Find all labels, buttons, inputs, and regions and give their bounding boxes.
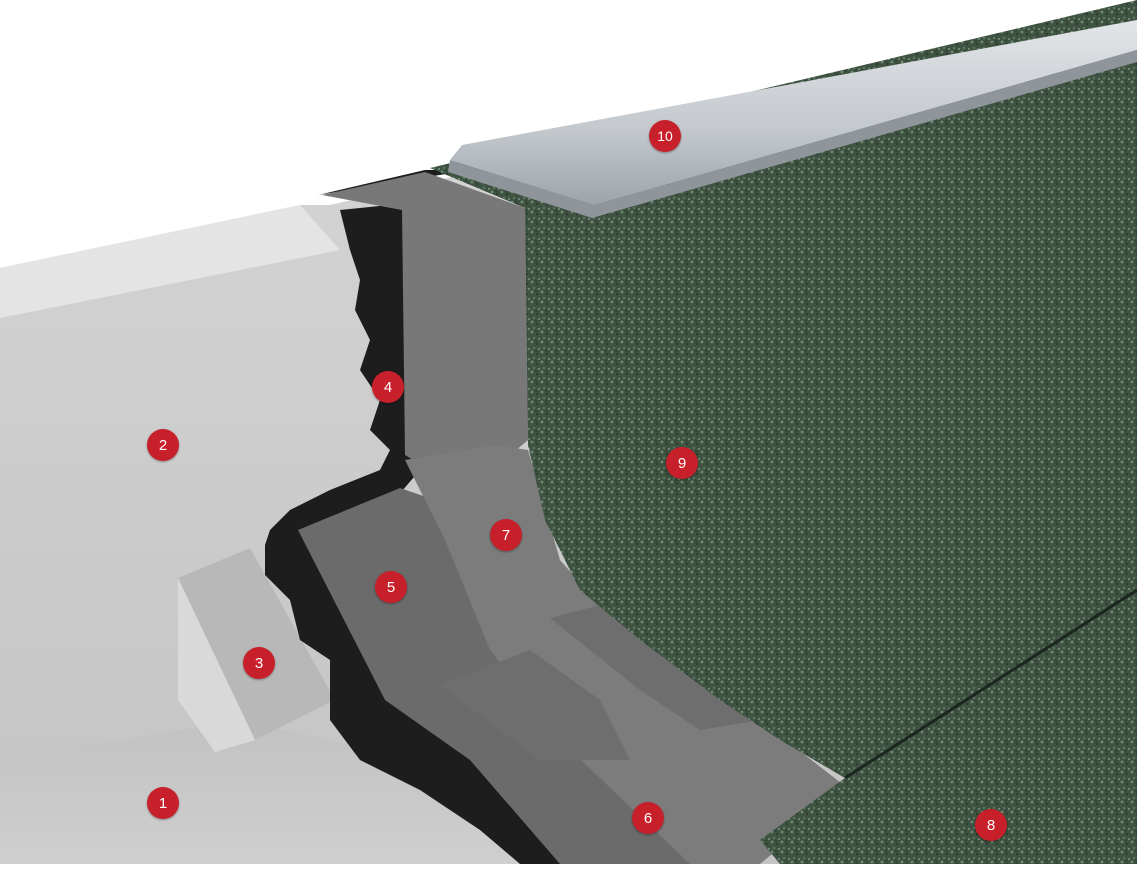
- membrane-edge-line: [844, 588, 1137, 780]
- concrete-slab: [0, 720, 560, 864]
- bitumen-primer: [265, 170, 620, 864]
- insulation-wedge: [178, 548, 335, 740]
- callout-5: 5: [375, 571, 407, 603]
- callout-2: 2: [147, 429, 179, 461]
- concrete-wall-top: [0, 205, 340, 318]
- callout-3: 3: [243, 647, 275, 679]
- callout-10: 10: [649, 120, 681, 152]
- callout-9: 9: [666, 447, 698, 479]
- callout-1: 1: [147, 787, 179, 819]
- callout-8: 8: [975, 809, 1007, 841]
- callout-7: 7: [490, 519, 522, 551]
- granulated-membrane-roof: [760, 590, 1137, 864]
- insulation-wedge-face: [178, 578, 255, 752]
- callout-4: 4: [372, 371, 404, 403]
- callout-6: 6: [632, 802, 664, 834]
- membrane-upstand: [322, 172, 528, 470]
- metal-edge-flashing: [450, 20, 1137, 205]
